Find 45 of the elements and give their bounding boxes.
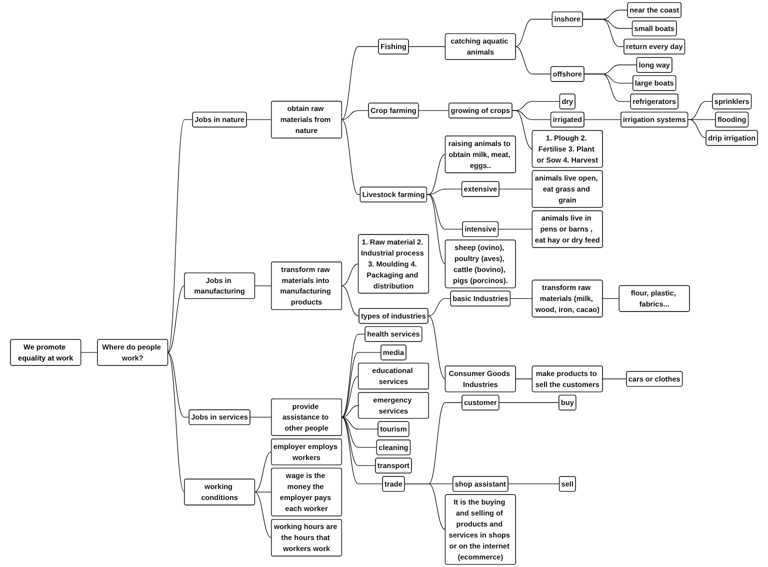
connector — [341, 46, 379, 120]
connector — [582, 18, 624, 47]
connector — [246, 119, 272, 120]
connector — [167, 119, 193, 353]
connector — [512, 110, 533, 150]
connector — [341, 416, 377, 448]
connector — [602, 378, 627, 380]
connector — [167, 285, 185, 353]
connector — [254, 285, 272, 286]
connector — [428, 298, 451, 316]
connector — [498, 228, 533, 230]
connector — [687, 101, 713, 120]
connector — [254, 452, 272, 492]
connector — [341, 405, 359, 418]
connector — [515, 46, 552, 74]
connector — [341, 285, 360, 316]
connector — [515, 378, 533, 380]
connector — [418, 110, 450, 111]
connector — [341, 110, 369, 120]
connector — [687, 119, 706, 138]
connector — [254, 492, 272, 538]
connector — [341, 119, 361, 195]
connector — [426, 194, 446, 264]
connector — [80, 352, 98, 353]
connector — [498, 188, 533, 190]
connector — [426, 188, 462, 195]
connector — [584, 74, 631, 102]
connector — [167, 352, 185, 492]
connector — [498, 402, 560, 403]
connector — [404, 484, 446, 530]
connector — [515, 18, 553, 47]
connector — [428, 316, 446, 380]
connector — [341, 352, 382, 418]
connector — [510, 298, 533, 299]
connector — [341, 334, 366, 418]
connector — [341, 416, 378, 430]
connector — [408, 46, 446, 47]
connector — [250, 416, 272, 418]
connector — [584, 119, 622, 120]
connector — [341, 416, 383, 484]
connector — [602, 298, 620, 299]
connector — [167, 352, 190, 418]
connector — [341, 376, 359, 418]
connector — [341, 416, 376, 466]
connector — [341, 264, 359, 286]
